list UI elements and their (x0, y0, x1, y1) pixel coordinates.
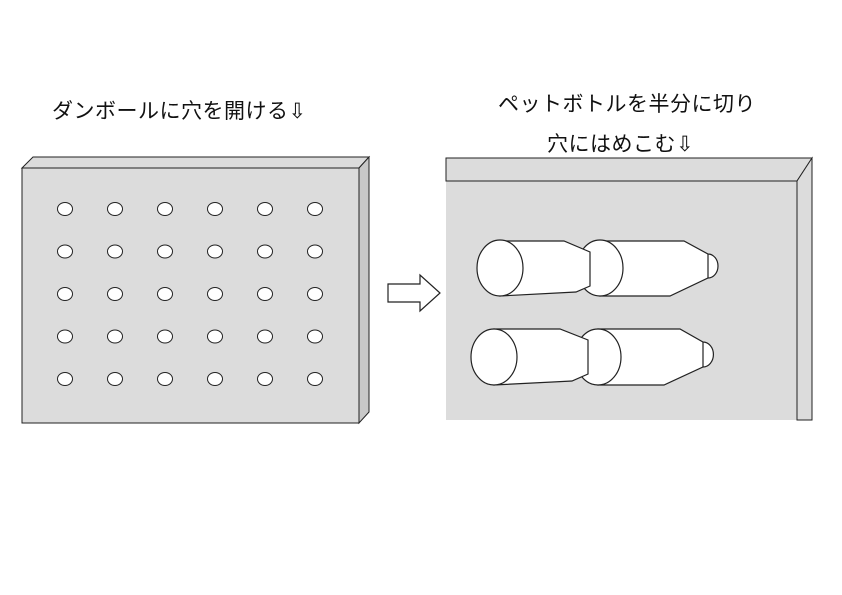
hole (57, 372, 73, 386)
hole (157, 329, 173, 344)
hole (57, 244, 73, 259)
cardboard-panel-with-bottles (445, 156, 813, 421)
hole (257, 202, 273, 216)
hole (107, 329, 123, 344)
hole (157, 202, 173, 216)
hole (307, 202, 323, 216)
hole (57, 329, 73, 344)
bottle-opening (470, 328, 518, 386)
bottle-opening (476, 239, 524, 297)
bottle-row-1 (476, 239, 719, 297)
cardboard-top-face (20, 156, 371, 169)
hole (307, 287, 323, 301)
hole (207, 329, 223, 344)
caption-make-holes: ダンボールに穴を開ける⇩ (52, 99, 307, 123)
hole (107, 372, 123, 386)
hole-grid (57, 202, 323, 386)
caption-cut-bottle-line1: ペットボトルを半分に切り (498, 92, 756, 116)
hole (57, 202, 73, 216)
hole (307, 244, 323, 259)
right-arrow-icon (387, 273, 441, 313)
hole (157, 287, 173, 301)
hole (257, 329, 273, 344)
bottle-half-front (476, 239, 591, 297)
hole (257, 372, 273, 386)
bottle-half-front (470, 328, 589, 386)
cardboard-side-face (358, 155, 370, 425)
hole (107, 202, 123, 216)
hole (307, 329, 323, 344)
hole (257, 244, 273, 259)
hole (57, 287, 73, 301)
hole (157, 372, 173, 386)
hole (207, 287, 223, 301)
hole (207, 372, 223, 386)
hole (157, 244, 173, 259)
hole (307, 372, 323, 386)
panel-side-face (796, 156, 813, 421)
hole (207, 244, 223, 259)
hole (107, 244, 123, 259)
hole (107, 287, 123, 301)
hole (207, 202, 223, 216)
bottle-row-2 (470, 328, 715, 386)
cardboard-panel (20, 155, 371, 425)
caption-cut-bottle-line2: 穴にはめこむ⇩ (547, 132, 695, 156)
cardboard-front-face (21, 167, 360, 424)
panel-top-face (445, 157, 813, 182)
hole (257, 287, 273, 301)
